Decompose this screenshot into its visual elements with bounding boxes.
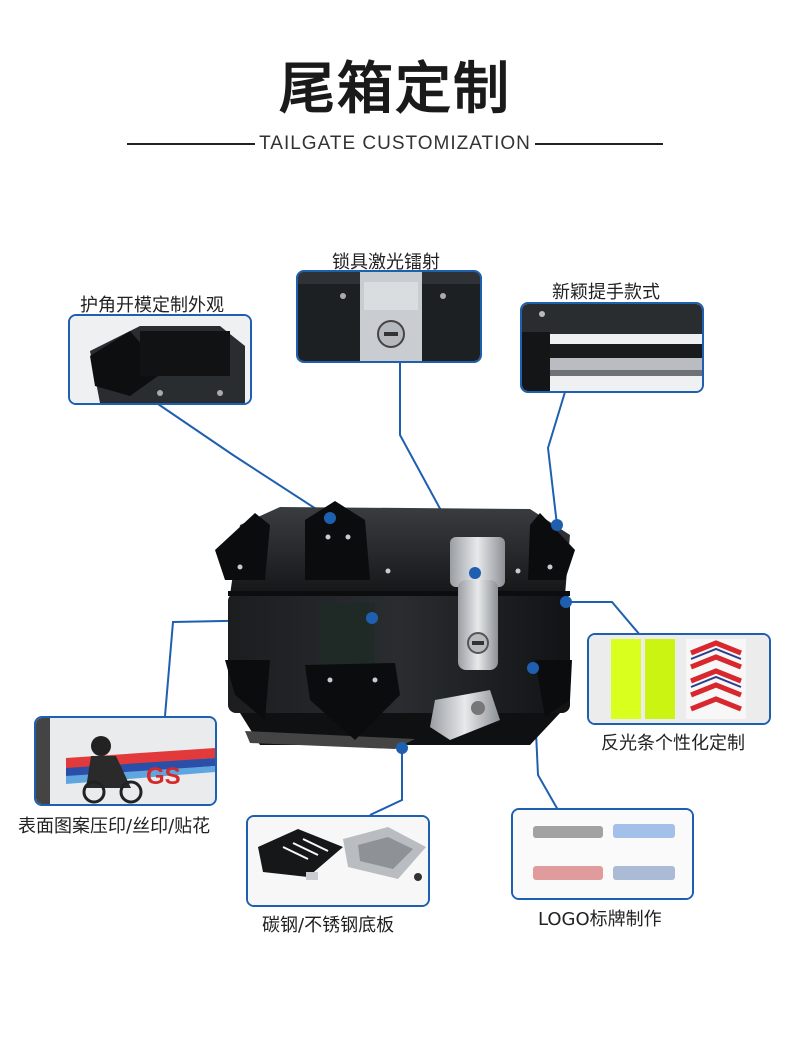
subtitle-right-rule (535, 143, 663, 145)
lock-laser-label: 锁具激光镭射 (332, 252, 440, 273)
logo-dot (527, 662, 539, 674)
bottom-clamp (430, 690, 500, 740)
top-box-illustration (215, 501, 575, 749)
handle-image (520, 302, 704, 393)
logo-badge-label: LOGO标牌制作 (538, 909, 662, 930)
page-title: 尾箱定制 (279, 57, 511, 122)
corner-guards (215, 501, 575, 740)
handle-line (546, 391, 566, 526)
handle-dot (551, 519, 563, 531)
box-lid (230, 507, 570, 595)
corner-guard-dot (324, 512, 336, 524)
surface-print-dot (366, 612, 378, 624)
handle-label: 新颖提手款式 (552, 282, 660, 303)
latch (450, 537, 505, 670)
base-plate-image (246, 815, 430, 907)
reflective-strip-image (587, 633, 771, 725)
surface-print-label: 表面图案压印/丝印/贴花 (18, 816, 211, 837)
lock-laser-image (296, 270, 482, 363)
surface-print-image: GS (34, 716, 217, 806)
reflective-line (566, 601, 641, 636)
reflective-dot (560, 596, 572, 608)
decal-text: GS (146, 763, 181, 790)
lock-laser-dot (469, 567, 481, 579)
box-seam (228, 591, 570, 596)
subtitle-left-rule (127, 143, 255, 145)
corner-guard-label: 护角开模定制外观 (80, 295, 224, 316)
base-plate-label: 碳钢/不锈钢底板 (262, 915, 395, 936)
corner-guard-line (157, 403, 331, 519)
reflective-strip-label: 反光条个性化定制 (601, 733, 745, 754)
base-plate-dot (396, 742, 408, 754)
base-plate-line (369, 748, 403, 816)
page-subtitle: TAILGATE CUSTOMIZATION (259, 133, 531, 154)
logo-badge-image (511, 808, 694, 900)
corner-guard-image (68, 314, 252, 405)
base-plate (245, 731, 415, 749)
